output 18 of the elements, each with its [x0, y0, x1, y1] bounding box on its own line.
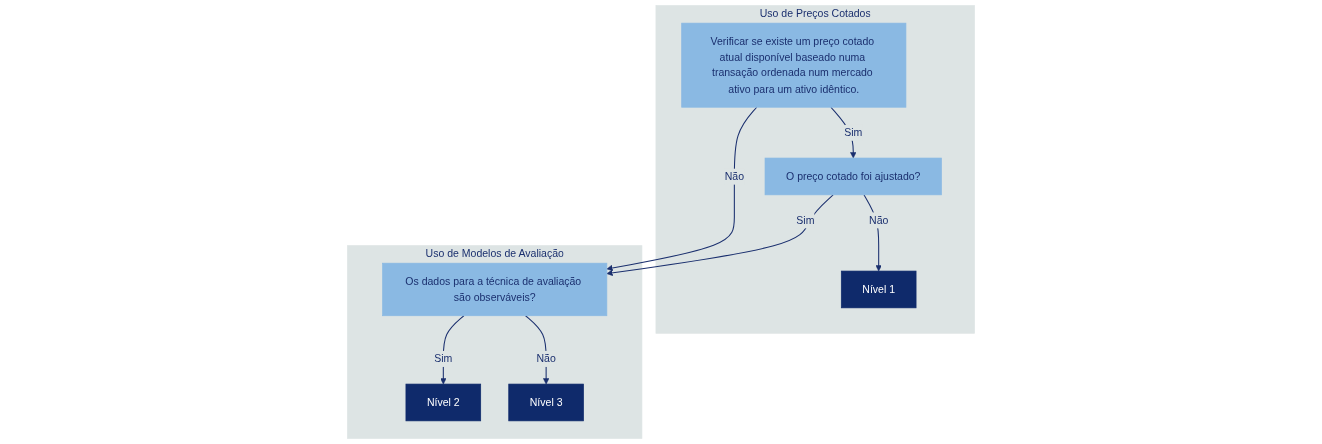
edge-label: Sim	[434, 352, 453, 365]
node-box: Nível 1	[840, 270, 917, 309]
edge-label: Sim	[796, 213, 815, 226]
edge-label: Não	[869, 213, 889, 226]
arrow	[440, 315, 465, 385]
node-box: Nível 2	[405, 383, 482, 422]
node-box: Nível 3	[508, 383, 584, 422]
node-box: O preço cotado foi ajustado?	[764, 157, 942, 196]
arrow	[830, 106, 857, 159]
arrow	[863, 194, 882, 272]
arrow	[606, 106, 758, 271]
node-box: Os dados para a técnica de avaliação são observáveis?	[382, 262, 608, 317]
edge-label: Não	[724, 169, 744, 182]
edge-label: Sim	[844, 126, 863, 139]
node-box: Verificar se existe um preço cotado atual disponível baseado numa transação ordenada num mercado ativo para um ativo idêntico.	[681, 22, 907, 108]
arrow	[606, 194, 834, 276]
arrow	[525, 315, 550, 385]
edge-label: Não	[536, 352, 556, 365]
